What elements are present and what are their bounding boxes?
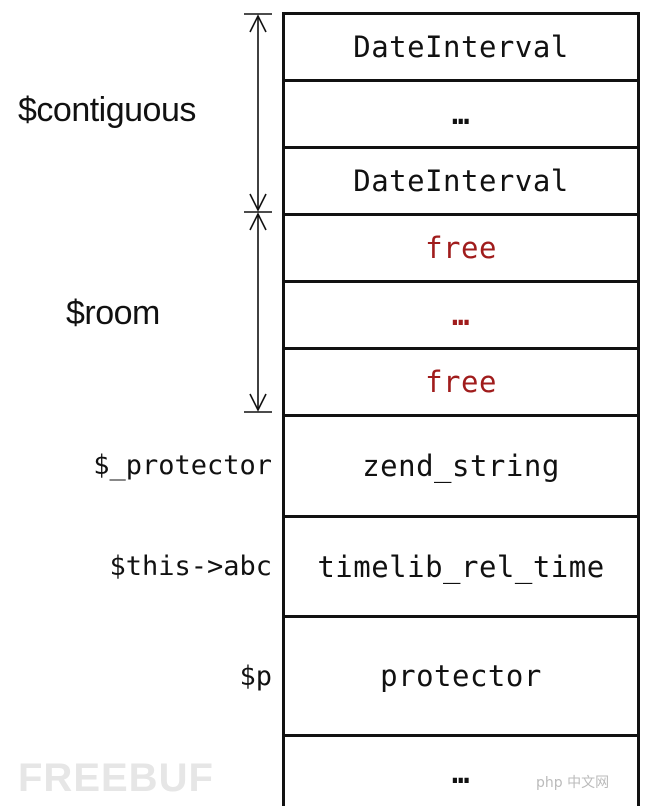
contiguous-arrow-head-up xyxy=(249,14,267,33)
room-arrow-head-down xyxy=(249,393,267,412)
label-protector: $_protector xyxy=(93,450,272,481)
memory-stack: DateInterval … DateInterval free … free … xyxy=(282,12,640,806)
contiguous-arrow-head-down xyxy=(249,193,267,212)
cell-dateinterval-1: DateInterval xyxy=(285,15,637,82)
cell-free-ellipsis: … xyxy=(285,283,637,350)
cell-timelib-rel-time: timelib_rel_time xyxy=(285,518,637,618)
cell-zend-string: zend_string xyxy=(285,417,637,518)
label-this-abc: $this->abc xyxy=(109,551,272,582)
watermark-php: php 中文网 xyxy=(536,775,610,791)
cell-free-1: free xyxy=(285,216,637,283)
room-arrow-head-up xyxy=(249,212,267,231)
cell-ellipsis-1: … xyxy=(285,82,637,149)
label-room: $room xyxy=(66,294,160,332)
label-contiguous: $contiguous xyxy=(18,91,196,129)
watermark-freebuf: FREEBUF xyxy=(18,756,214,800)
cell-ellipsis-2: … xyxy=(452,756,470,790)
cell-protector: protector xyxy=(285,618,637,737)
label-p: $p xyxy=(239,661,272,692)
cell-free-2: free xyxy=(285,350,637,417)
cell-dateinterval-2: DateInterval xyxy=(285,149,637,216)
